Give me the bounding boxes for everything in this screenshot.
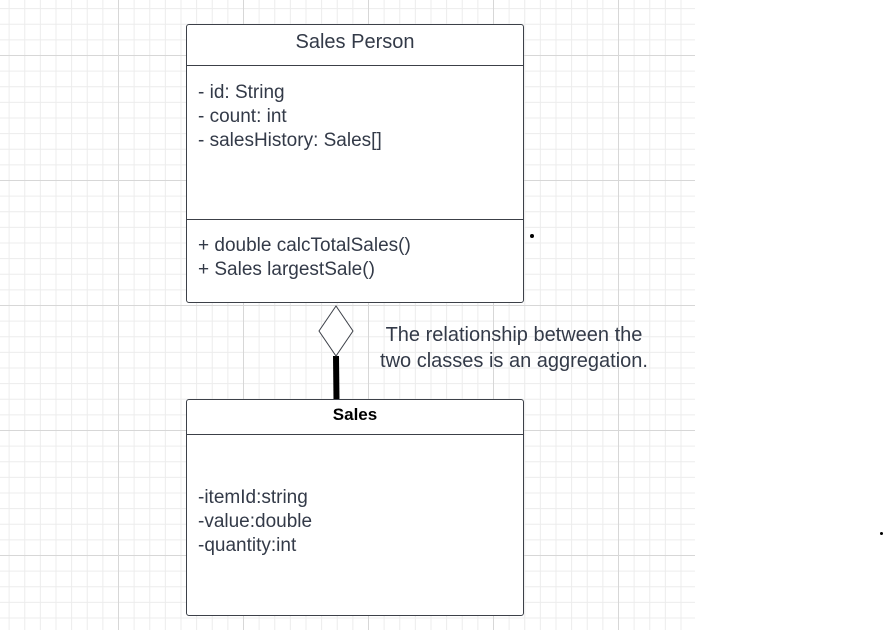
stray-dot [530,234,534,238]
method-largest-sale: + Sales largestSale() [198,259,375,280]
sales-class-name: Sales [187,400,523,435]
sales-person-attributes: - id: String - count: int - salesHistory… [187,66,523,220]
method-calc-total-sales: + double calcTotalSales() [198,235,411,256]
sales-attributes: -itemId:string -value:double -quantity:i… [187,435,523,558]
relationship-note[interactable]: The relationship between the two classes… [366,322,662,374]
attribute-count: - count: int [198,106,287,127]
attribute-quantity: -quantity:int [198,535,297,556]
attribute-value: -value:double [198,511,313,532]
note-line-2: two classes is an aggregation. [380,350,648,372]
sales-person-class[interactable]: Sales Person - id: String - count: int -… [186,24,524,303]
aggregation-diamond[interactable] [318,305,354,357]
sales-person-methods: + double calcTotalSales() + Sales larges… [187,220,523,282]
sales-class[interactable]: Sales -itemId:string -value:double -quan… [186,399,524,616]
stray-dot [880,532,883,535]
note-line-1: The relationship between the [385,324,643,346]
aggregation-line[interactable] [333,355,340,401]
attribute-sales-history: - salesHistory: Sales[] [198,130,382,151]
sales-person-class-name: Sales Person [187,25,523,66]
attribute-id: - id: String [198,82,285,103]
attribute-item-id: -itemId:string [198,487,308,508]
